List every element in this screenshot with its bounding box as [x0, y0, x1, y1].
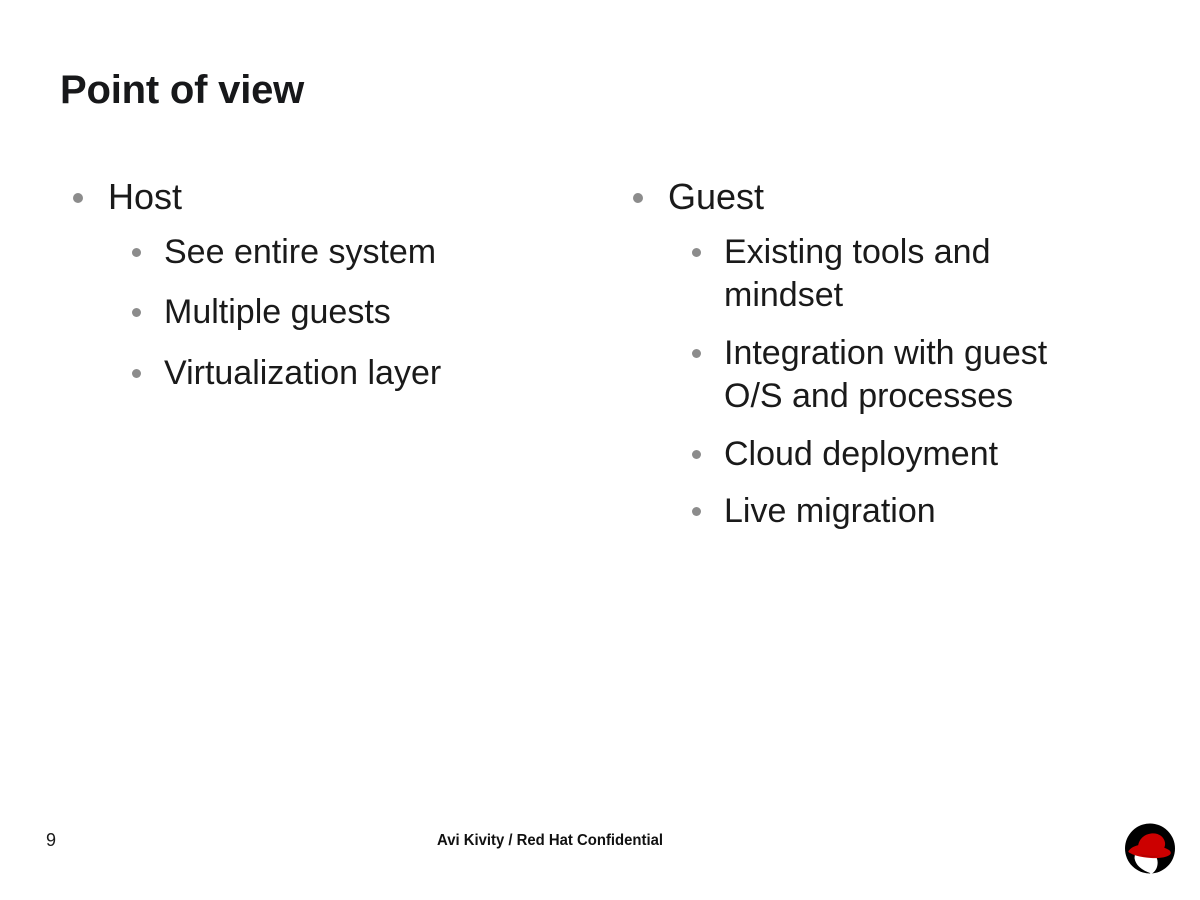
sub-bullet-label: Cloud deployment: [724, 434, 999, 473]
bullet-marker-icon: [132, 308, 141, 318]
bullet-item-guest: Guest Existing tools and mindset Integra…: [628, 175, 1098, 534]
sub-bullet-label: Live migration: [724, 492, 936, 531]
sub-bullet-label: Virtualization layer: [164, 353, 442, 392]
bullet-marker-icon: [692, 247, 701, 257]
sub-bullet-item: Multiple guests: [126, 291, 588, 335]
red-hat-shadowman-logo: [1120, 822, 1180, 878]
page-number: 9: [46, 830, 57, 850]
bullet-marker-icon: [132, 247, 141, 257]
sub-bullet-label: See entire system: [164, 232, 437, 271]
bullet-marker-icon: [692, 348, 701, 358]
content-column-right: Guest Existing tools and mindset Integra…: [628, 175, 1098, 548]
sub-bullet-item: Existing tools and mindset: [686, 231, 1098, 318]
content-column-left: Host See entire system Multiple guests: [68, 175, 588, 397]
sub-bullet-item: See entire system: [126, 231, 588, 275]
bullet-heading-label: Host: [108, 176, 183, 217]
sub-bullet-item: Cloud deployment: [686, 433, 1098, 477]
bullet-marker-icon: [692, 507, 701, 517]
bullet-marker-icon: [132, 368, 141, 378]
slide-footer: 9 Avi Kivity / Red Hat Confidential: [0, 820, 1200, 900]
page-title: Point of view: [60, 68, 305, 112]
bullet-marker-icon: [73, 193, 83, 203]
bullet-marker-icon: [633, 193, 643, 203]
bullet-marker-icon: [692, 449, 701, 459]
bullet-list-guest: Guest Existing tools and mindset Integra…: [628, 175, 1098, 534]
sub-bullet-label: Integration with guest O/S and processes: [724, 333, 1048, 416]
sub-bullet-item: Live migration: [686, 490, 1098, 534]
sub-bullet-item: Integration with guest O/S and processes: [686, 332, 1098, 419]
bullet-heading-label: Guest: [668, 176, 765, 217]
bullet-item-host: Host See entire system Multiple guests: [68, 175, 588, 395]
sub-bullet-list-guest: Existing tools and mindset Integration w…: [686, 231, 1098, 534]
sub-bullet-item: Virtualization layer: [126, 352, 588, 396]
sub-bullet-list-host: See entire system Multiple guests Virtua…: [126, 231, 588, 396]
sub-bullet-label: Multiple guests: [164, 293, 391, 332]
bullet-list-host: Host See entire system Multiple guests: [68, 175, 588, 395]
sub-bullet-label: Existing tools and mindset: [724, 232, 991, 315]
footer-confidentiality-note: Avi Kivity / Red Hat Confidential: [437, 832, 663, 849]
